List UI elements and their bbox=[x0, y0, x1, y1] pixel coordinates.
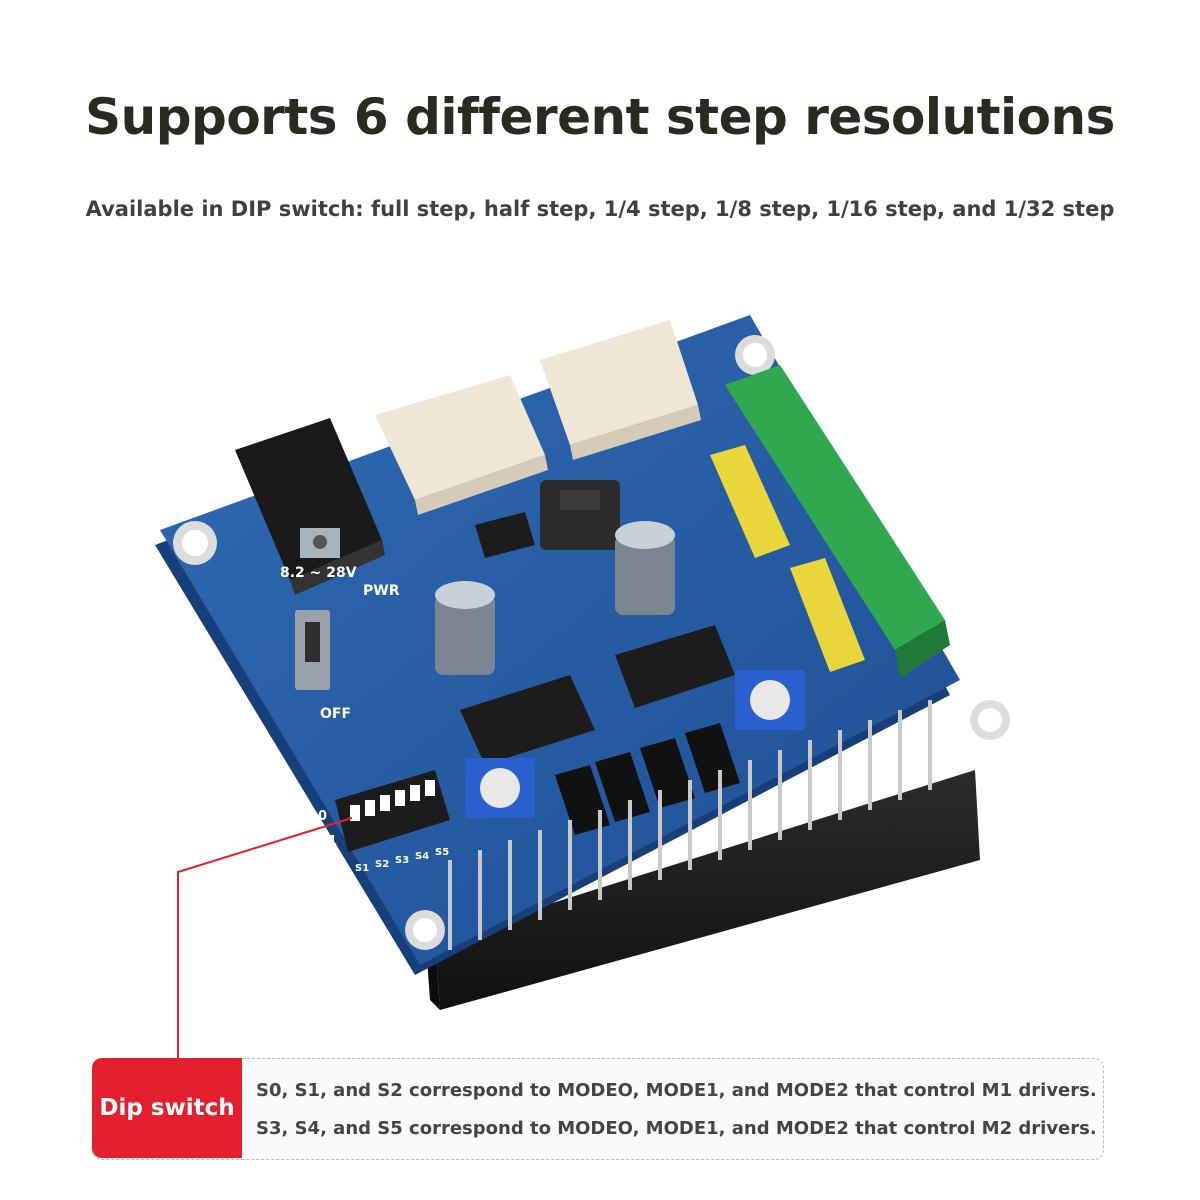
dc-power-jack bbox=[235, 418, 385, 595]
potentiometer-1 bbox=[465, 758, 535, 818]
screw-terminal bbox=[725, 365, 950, 678]
dip-label-s0: S0 bbox=[335, 867, 349, 878]
headline: Supports 6 different step resolutions bbox=[85, 88, 1115, 146]
dip-label-s2: S2 bbox=[375, 859, 389, 870]
dip-label-s4: S4 bbox=[415, 851, 429, 862]
pin-header-2 bbox=[790, 558, 865, 672]
product-photo: 8.2 ~ 28V PWR OFF bbox=[150, 300, 1050, 1020]
motor-connector-1 bbox=[375, 375, 548, 515]
capacitor-2 bbox=[615, 521, 675, 615]
dip-row-0-label: 0 bbox=[318, 809, 327, 824]
dip-label-s3: S3 bbox=[395, 855, 409, 866]
power-voltage-label: 8.2 ~ 28V bbox=[280, 565, 357, 581]
motor-connector-2 bbox=[540, 320, 701, 460]
sense-resistors bbox=[555, 723, 740, 835]
dip-switch bbox=[335, 770, 450, 852]
callout-panel bbox=[92, 1058, 1104, 1160]
capacitor-1 bbox=[435, 581, 495, 675]
dip-row-1-label: 1 bbox=[328, 834, 337, 849]
callout-line-2: S3, S4, and S5 correspond to MODEO, MODE… bbox=[256, 1118, 1097, 1139]
inductor bbox=[540, 480, 620, 550]
callout-line-1: S0, S1, and S2 correspond to MODEO, MODE… bbox=[256, 1080, 1097, 1101]
off-label: OFF bbox=[320, 706, 351, 722]
driver-chip-1 bbox=[460, 675, 595, 765]
dip-label-s1: S1 bbox=[355, 863, 369, 874]
driver-chip-2 bbox=[615, 625, 735, 708]
driver-ic-small bbox=[475, 512, 535, 558]
callout-tag: Dip switch bbox=[92, 1058, 242, 1158]
power-slide-switch bbox=[295, 610, 330, 690]
subtitle: Available in DIP switch: full step, half… bbox=[85, 197, 1115, 221]
potentiometer-2 bbox=[735, 670, 805, 730]
gpio-pins bbox=[448, 700, 932, 950]
dip-label-s5: S5 bbox=[435, 847, 449, 858]
pin-header-1 bbox=[710, 445, 790, 558]
pwr-led-label: PWR bbox=[363, 583, 400, 599]
